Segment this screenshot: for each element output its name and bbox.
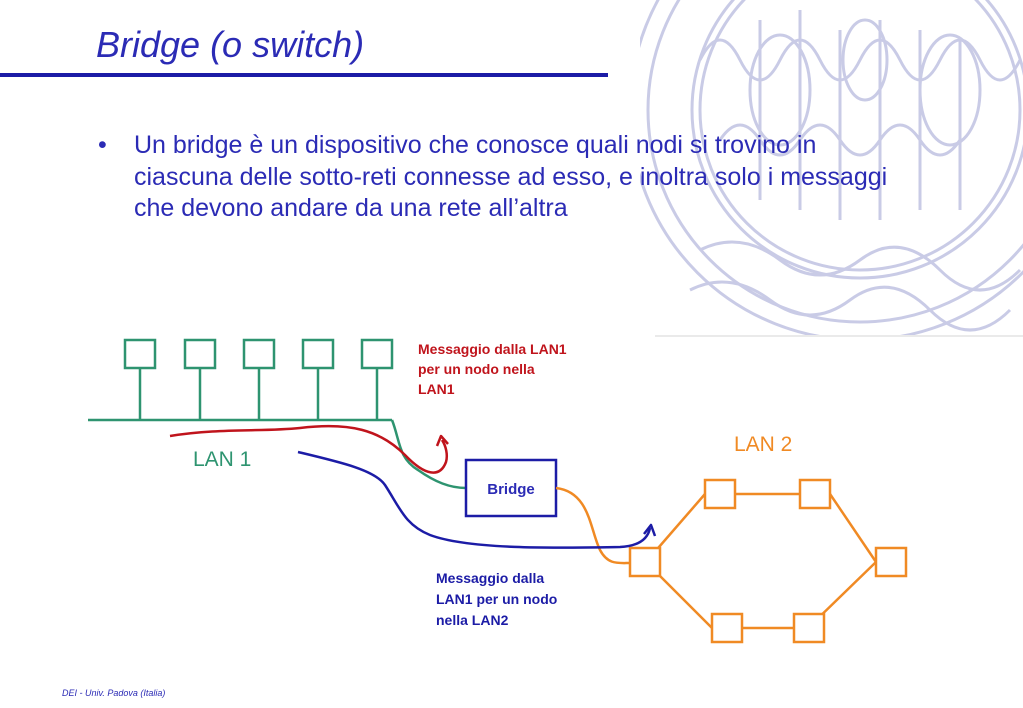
lan1-node bbox=[242, 338, 276, 370]
lan1-label: LAN 1 bbox=[193, 448, 251, 471]
lan2-label: LAN 2 bbox=[734, 433, 792, 456]
lan1-to-bridge-link bbox=[390, 419, 467, 490]
title-underline bbox=[0, 73, 608, 77]
lan1-network bbox=[88, 338, 467, 490]
slide-title: Bridge (o switch) bbox=[96, 24, 365, 65]
local-message-caption-line: Messaggio dalla LAN1 bbox=[418, 341, 567, 357]
lan1-node bbox=[360, 338, 394, 370]
cross-lan-message-caption-line: nella LAN2 bbox=[436, 612, 509, 628]
lan1-node bbox=[123, 338, 157, 370]
cross-lan-message-caption: Messaggio dalla LAN1 per un nodo nella L… bbox=[436, 570, 557, 628]
bullet-text: Un bridge è un dispositivo che conosce q… bbox=[134, 131, 888, 222]
bullet-item: • Un bridge è un dispositivo che conosce… bbox=[98, 130, 888, 225]
bullet-marker: • bbox=[98, 131, 107, 159]
local-message-caption: Messaggio dalla LAN1 per un nodo nella L… bbox=[418, 341, 567, 397]
lan2-node bbox=[874, 546, 908, 578]
lan1-node bbox=[301, 338, 335, 370]
lan2-node bbox=[710, 612, 744, 644]
lan2-node bbox=[798, 478, 832, 510]
local-message-caption-line: per un nodo nella bbox=[418, 361, 535, 377]
cross-lan-message-caption-line: LAN1 per un nodo bbox=[436, 591, 557, 607]
bridge-label: Bridge bbox=[487, 481, 535, 498]
local-message-caption-line: LAN1 bbox=[418, 381, 455, 397]
lan2-node bbox=[628, 546, 662, 578]
lan2-link bbox=[828, 493, 878, 563]
cross-lan-message-arrow bbox=[297, 450, 657, 549]
lan2-network bbox=[555, 478, 908, 644]
lan1-node bbox=[183, 338, 217, 370]
local-message-arrow bbox=[169, 424, 449, 474]
lan2-node bbox=[792, 612, 826, 644]
lan2-node bbox=[703, 478, 737, 510]
cross-lan-message-caption-line: Messaggio dalla bbox=[436, 570, 544, 586]
footer-text: DEI - Univ. Padova (Italia) bbox=[62, 688, 166, 698]
bridge-to-lan2-link bbox=[555, 486, 631, 565]
